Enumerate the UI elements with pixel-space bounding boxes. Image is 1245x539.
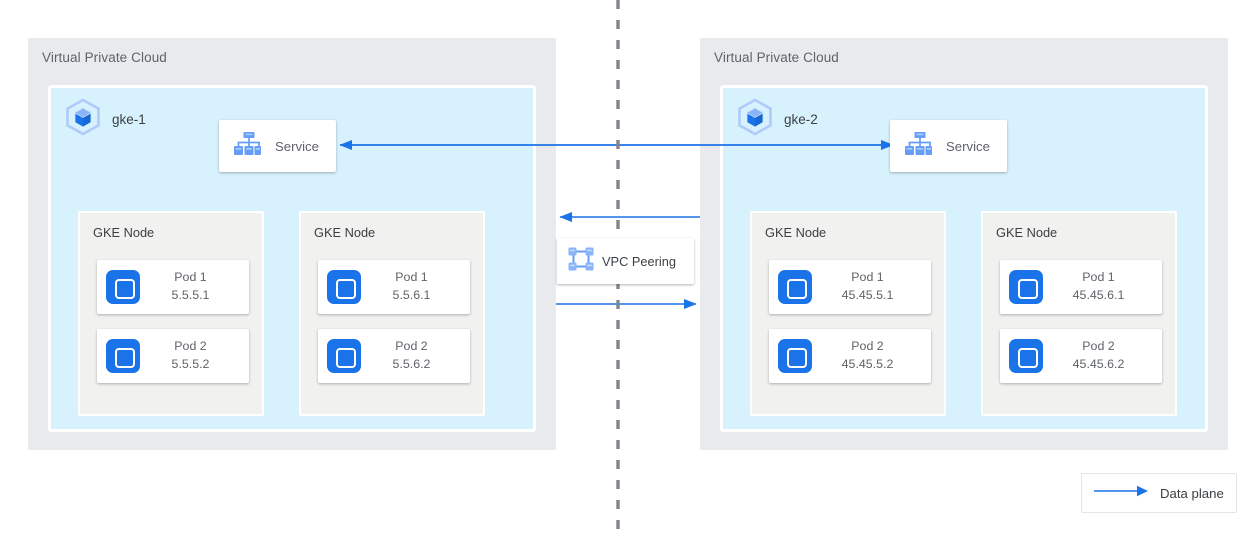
cluster-gke-2: gke-2 GKE Node Pod 1 45.45.5.1 Pod 2 4 [720,85,1208,432]
vpc-container-right: Virtual Private Cloud gke-2 GKE Node [700,38,1228,450]
pod-icon [106,270,140,304]
pod-card[interactable]: Pod 2 45.45.6.2 [1000,329,1162,383]
gke-node-label: GKE Node [314,225,376,240]
service-hierarchy-icon [904,131,932,162]
pod-icon [106,339,140,373]
pod-card[interactable]: Pod 1 5.5.6.1 [318,260,470,314]
service-hierarchy-icon [233,131,261,162]
pod-name: Pod 2 [395,339,428,354]
pod-icon [1009,339,1043,373]
pod-ip: 45.45.5.1 [841,288,894,302]
pod-ip: 45.45.6.1 [1072,288,1125,302]
cluster-header-gke-1: gke-1 [65,98,146,141]
pod-info: Pod 2 45.45.6.2 [1043,338,1162,374]
pod-ip: 5.5.6.1 [392,288,431,302]
pod-card[interactable]: Pod 2 5.5.6.2 [318,329,470,383]
vpc-container-left: Virtual Private Cloud gke-1 GKE Node [28,38,556,450]
pod-name: Pod 2 [851,339,884,354]
pod-ip: 5.5.6.2 [392,357,431,371]
pod-card[interactable]: Pod 2 45.45.5.2 [769,329,931,383]
pod-ip: 45.45.5.2 [841,357,894,371]
gke-cluster-icon [65,98,101,141]
pod-card[interactable]: Pod 1 5.5.5.1 [97,260,249,314]
service-card-gke-1[interactable]: Service [219,120,336,172]
legend-data-plane: Data plane [1081,473,1237,513]
vpc-peering-chip[interactable]: VPC Peering [557,238,694,284]
pod-ip: 5.5.5.1 [171,288,210,302]
cluster-header-gke-2: gke-2 [737,98,818,141]
pod-icon [327,339,361,373]
pod-name: Pod 2 [174,339,207,354]
pod-info: Pod 1 5.5.5.1 [140,269,249,305]
gke-node-label: GKE Node [765,225,827,240]
cluster-name-gke-1: gke-1 [112,112,146,127]
pod-info: Pod 1 45.45.6.1 [1043,269,1162,305]
pod-name: Pod 1 [851,270,884,285]
pod-info: Pod 2 5.5.5.2 [140,338,249,374]
pod-name: Pod 2 [1082,339,1115,354]
pod-icon [327,270,361,304]
pod-ip: 45.45.6.2 [1072,357,1125,371]
pod-info: Pod 2 5.5.6.2 [361,338,470,374]
pod-info: Pod 1 5.5.6.1 [361,269,470,305]
arrow-right-icon [1094,484,1150,503]
pod-info: Pod 2 45.45.5.2 [812,338,931,374]
gke-node-label: GKE Node [996,225,1058,240]
service-label: Service [946,138,990,154]
pod-card[interactable]: Pod 2 5.5.5.2 [97,329,249,383]
pod-card[interactable]: Pod 1 45.45.6.1 [1000,260,1162,314]
pod-icon [1009,270,1043,304]
legend-label: Data plane [1160,485,1224,501]
vpc-peering-icon [567,245,595,278]
vpc-label-right: Virtual Private Cloud [714,50,839,65]
gke-node-right-1: GKE Node Pod 1 45.45.5.1 Pod 2 45.45.5.2 [750,211,946,416]
cluster-name-gke-2: gke-2 [784,112,818,127]
gke-node-left-1: GKE Node Pod 1 5.5.5.1 Pod 2 5.5.5.2 [78,211,264,416]
pod-icon [778,270,812,304]
pod-ip: 5.5.5.2 [171,357,210,371]
gke-node-left-2: GKE Node Pod 1 5.5.6.1 Pod 2 5.5.6.2 [299,211,485,416]
vpc-label-left: Virtual Private Cloud [42,50,167,65]
pod-info: Pod 1 45.45.5.1 [812,269,931,305]
pod-card[interactable]: Pod 1 45.45.5.1 [769,260,931,314]
pod-name: Pod 1 [174,270,207,285]
vpc-peering-label: VPC Peering [602,253,676,269]
pod-icon [778,339,812,373]
gke-cluster-icon [737,98,773,141]
service-card-gke-2[interactable]: Service [890,120,1007,172]
gke-node-right-2: GKE Node Pod 1 45.45.6.1 Pod 2 45.45.6.2 [981,211,1177,416]
pod-name: Pod 1 [1082,270,1115,285]
service-label: Service [275,138,319,154]
pod-name: Pod 1 [395,270,428,285]
gke-node-label: GKE Node [93,225,155,240]
